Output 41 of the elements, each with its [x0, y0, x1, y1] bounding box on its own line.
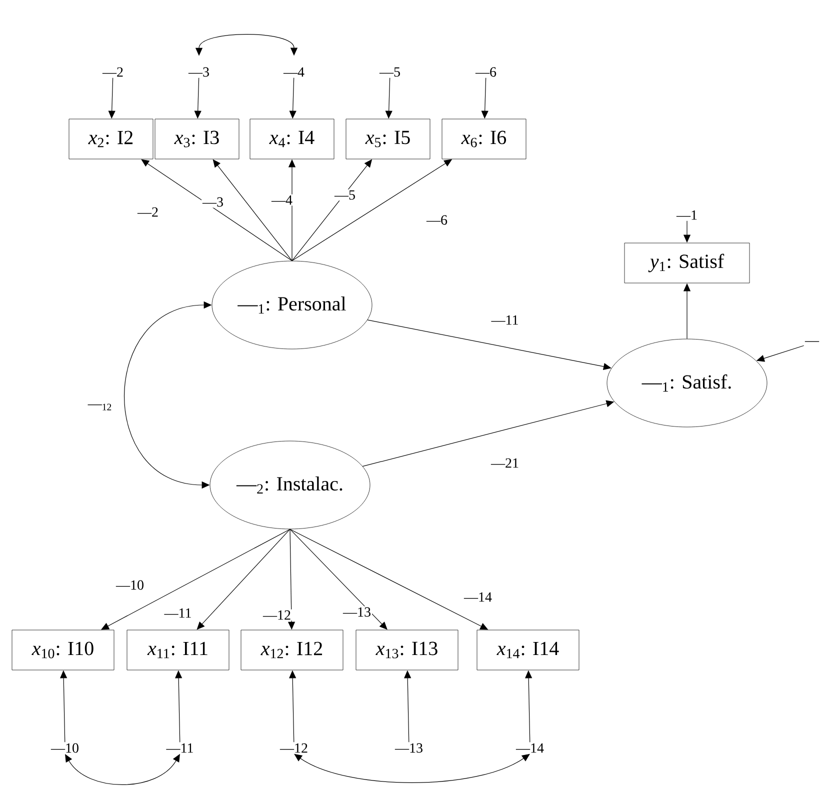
- variable-box: x$_{13}$: I13: [356, 630, 458, 670]
- edge-label: —3: [202, 196, 224, 208]
- edge-label: —14: [463, 591, 493, 603]
- error-label: —6: [475, 67, 496, 77]
- error-label: —1: [676, 210, 697, 220]
- variable-box: x$_{5}$: I5: [346, 118, 430, 160]
- edge-label: —21: [490, 457, 520, 469]
- error-label: —3: [188, 67, 209, 77]
- edge-label: —4: [270, 194, 294, 206]
- variable-box: x$_{11}$: I11: [126, 630, 230, 670]
- variable-box: x$_{12}$: I12: [240, 630, 344, 670]
- arrow: [196, 528, 290, 630]
- variable-box: x$_{6}$: I6: [442, 118, 526, 160]
- error-label: —11: [166, 743, 193, 753]
- edge-label: —6: [426, 214, 448, 226]
- variable-box: x$_{2}$: I2: [68, 118, 154, 160]
- edge-label: —12: [262, 609, 292, 621]
- variable-box: x$_{3}$: I3: [154, 118, 240, 160]
- error-label: —12: [280, 743, 308, 753]
- variable-box: y$_{1}$: Satisf: [624, 242, 750, 284]
- edge-label: —11: [163, 607, 193, 619]
- edge-label: —$_{12}$: [86, 402, 114, 412]
- arrow: [290, 528, 388, 630]
- arrow: [141, 159, 292, 262]
- covariance-arrow: [294, 754, 530, 783]
- variable-box: x$_{4}$: I4: [250, 118, 334, 160]
- error-label: —2: [102, 67, 123, 77]
- edge-label: —13: [342, 606, 372, 618]
- edge-label: —5: [334, 189, 356, 201]
- error-label: —4: [283, 67, 304, 77]
- error-label: —5: [379, 67, 400, 77]
- error-label: —10: [50, 743, 78, 753]
- edge-label: —11: [490, 314, 520, 326]
- edge-label: —2: [136, 206, 160, 218]
- error-label: —14: [516, 743, 544, 753]
- variable-box: x$_{10}$: I10: [12, 630, 114, 670]
- error-label: —: [804, 341, 820, 342]
- arrow: [212, 159, 292, 262]
- error-label: —13: [394, 743, 422, 753]
- edge-label: —10: [115, 579, 145, 591]
- variable-box: x$_{14}$: I14: [476, 630, 580, 670]
